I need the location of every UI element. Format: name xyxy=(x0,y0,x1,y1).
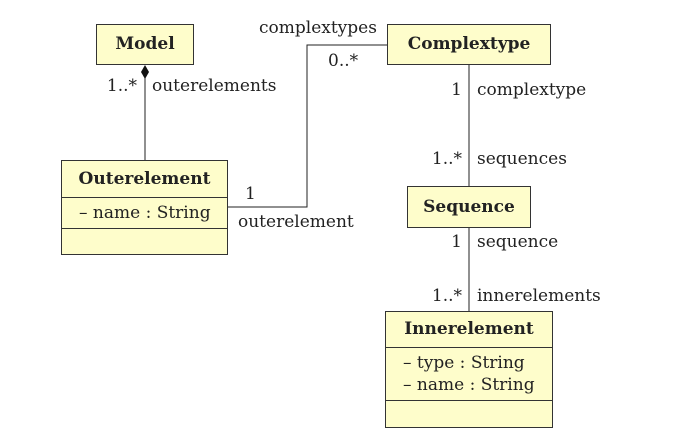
attribute: – type : String xyxy=(403,353,525,373)
seq-inner-role-innerelements: innerelements xyxy=(477,286,601,306)
seq-inner-multiplicity-innerelements: 1..* xyxy=(431,286,462,306)
innerelement-operations xyxy=(386,401,552,418)
seq-inner-multiplicity-sequence: 1 xyxy=(451,232,462,252)
model-outer-role: outerelements xyxy=(152,76,277,96)
outerelement-class: Outerelement – name : String xyxy=(61,160,228,255)
composition-diamond xyxy=(141,65,149,79)
model-class: Model xyxy=(96,24,194,65)
outerelement-attributes: – name : String xyxy=(62,198,227,229)
sequence-class-name: Sequence xyxy=(423,197,515,217)
sequence-class: Sequence xyxy=(407,186,531,228)
innerelement-class: Innerelement – type : String – name : St… xyxy=(385,311,553,428)
outer-complex-role-complextypes: complextypes xyxy=(259,18,377,38)
complex-seq-role-sequences: sequences xyxy=(477,149,567,169)
outerelement-complextype-line xyxy=(228,44,387,208)
seq-inner-role-sequence: sequence xyxy=(477,232,559,252)
complex-seq-role-complextype: complextype xyxy=(477,80,587,100)
model-class-name: Model xyxy=(115,34,175,54)
outer-complex-role-outerelement: outerelement xyxy=(238,212,354,232)
innerelement-attributes: – type : String – name : String xyxy=(386,348,552,401)
model-outer-multiplicity: 1..* xyxy=(106,76,137,96)
complextype-class-name: Complextype xyxy=(407,34,531,54)
complextype-class: Complextype xyxy=(387,24,551,65)
innerelement-class-name: Innerelement xyxy=(386,312,552,348)
outer-complex-multiplicity-complextypes: 0..* xyxy=(328,51,359,71)
outerelement-operations xyxy=(62,229,227,246)
attribute: – name : String xyxy=(403,375,535,395)
complex-seq-multiplicity-sequences: 1..* xyxy=(431,149,462,169)
outerelement-class-name: Outerelement xyxy=(62,161,227,198)
outer-complex-multiplicity-outerelement: 1 xyxy=(245,184,256,204)
attribute: – name : String xyxy=(79,203,211,223)
complex-seq-multiplicity-complextype: 1 xyxy=(451,80,462,100)
